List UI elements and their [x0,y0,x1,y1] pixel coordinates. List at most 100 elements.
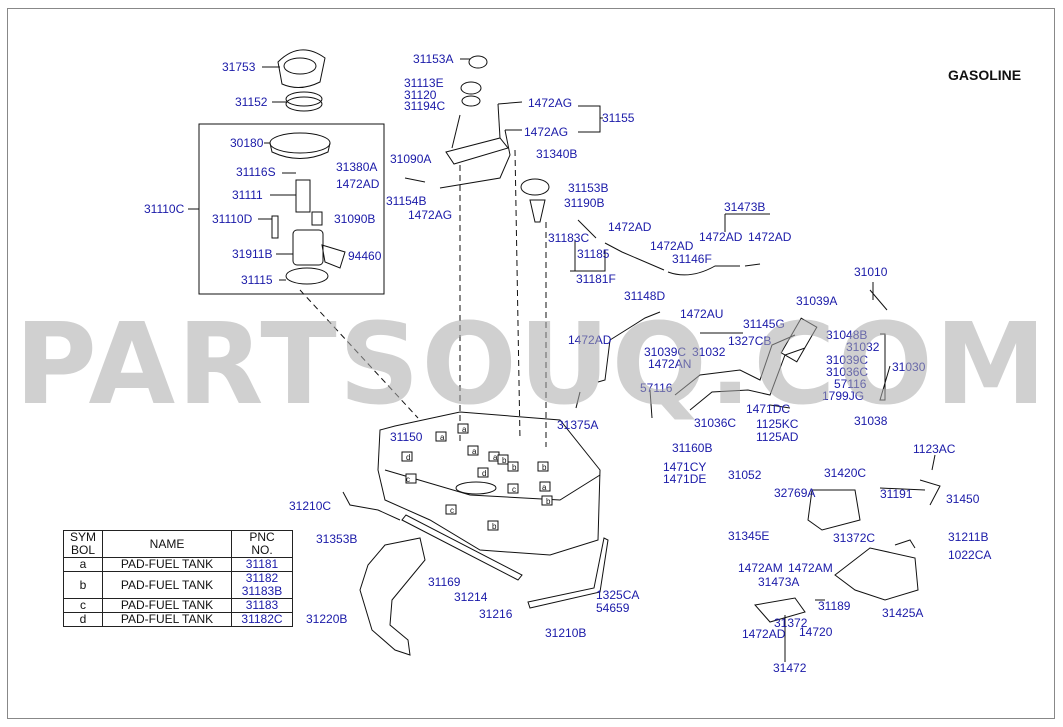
part-label[interactable]: 31472 [773,661,807,675]
part-label[interactable]: 1472AM [738,561,783,575]
part-label[interactable]: 31473A [758,575,800,589]
part-label[interactable]: 31214 [454,590,488,604]
part-label[interactable]: 31115 [241,273,273,287]
part-label[interactable]: 31113E [404,76,444,90]
part-label[interactable]: 31380A [336,160,378,174]
part-label[interactable]: 1472AD [748,230,792,244]
part-label[interactable]: 31185 [577,247,610,261]
part-label[interactable]: 1472AN [648,357,692,371]
part-label[interactable]: 57116 [834,377,867,391]
part-label[interactable]: 31911B [232,247,273,261]
part-label[interactable]: 31154B [386,194,427,208]
part-label[interactable]: 1472AD [568,333,612,347]
part-label[interactable]: 31036C [694,416,737,430]
pnc-link[interactable]: 31183 [231,598,293,613]
part-label[interactable]: 31036C [826,365,869,379]
tank-pad-marker: c [450,506,454,515]
part-label[interactable]: 31191 [880,487,913,501]
part-label[interactable]: 30180 [230,136,264,150]
part-label[interactable]: 1472AD [742,627,786,641]
part-label[interactable]: 31150 [390,430,423,444]
part-label[interactable]: 31030 [892,360,926,374]
part-label[interactable]: 1325CA [596,588,640,602]
part-label[interactable]: 31372 [774,616,808,630]
part-label[interactable]: 31039C [826,353,869,367]
pnc-link[interactable]: 31182C [231,612,293,627]
part-label[interactable]: 1472AD [608,220,652,234]
part-label[interactable]: 31340B [536,147,578,161]
part-label[interactable]: 31425A [882,606,924,620]
part-label[interactable]: 31169 [428,575,461,589]
part-label[interactable]: 31090B [334,212,376,226]
part-label[interactable]: 31375A [557,418,599,432]
part-label[interactable]: 1471DC [746,402,791,416]
part-label[interactable]: 1471DE [663,472,707,486]
part-label[interactable]: 31220B [306,612,348,626]
part-label[interactable]: 31145G [743,317,785,331]
part-label[interactable]: 31120 [404,88,437,102]
part-label[interactable]: 31210B [545,626,587,640]
part-label[interactable]: 31032 [846,340,880,354]
part-label[interactable]: 31111 [232,188,263,202]
part-label[interactable]: 1327CB [728,334,772,348]
part-label[interactable]: 31181F [576,272,616,286]
part-label[interactable]: 1471CY [663,460,707,474]
part-label[interactable]: 1472AD [699,230,743,244]
part-label[interactable]: 31048B [826,328,868,342]
part-label[interactable]: 31183C [548,231,590,245]
part-label[interactable]: 31146F [672,252,712,266]
part-label[interactable]: 31160B [672,441,713,455]
part-label[interactable]: 31032 [692,345,726,359]
part-label[interactable]: 1472AG [524,125,569,139]
part-label[interactable]: 31010 [854,265,888,279]
part-label[interactable]: 31116S [236,165,276,179]
part-label[interactable]: 31210C [289,499,332,513]
part-label[interactable]: 31194C [404,99,446,113]
part-label[interactable]: 54659 [596,601,630,615]
part-label[interactable]: 31345E [728,529,770,543]
part-label[interactable]: 1125AD [756,430,799,444]
diagram-frame [7,8,1055,719]
part-label[interactable]: 1472AG [408,208,453,222]
part-label[interactable]: 31153A [413,52,454,66]
part-label[interactable]: 31353B [316,532,358,546]
part-label[interactable]: 31153B [568,181,609,195]
part-label[interactable]: 1022CA [948,548,992,562]
part-label[interactable]: 31372C [833,531,876,545]
part-label[interactable]: 1799JG [822,389,865,403]
part-label[interactable]: 31090A [390,152,432,166]
part-label[interactable]: 31450 [946,492,980,506]
part-label[interactable]: 31039A [796,294,838,308]
part-label[interactable]: 31110C [144,202,185,216]
part-label[interactable]: 31152 [235,95,268,109]
part-label[interactable]: 94460 [348,249,382,263]
part-label[interactable]: 31052 [728,468,762,482]
part-label[interactable]: 31110D [212,212,253,226]
part-label[interactable]: 1472AD [650,239,694,253]
part-label[interactable]: 31189 [818,599,851,613]
part-label[interactable]: 31473B [724,200,766,214]
part-label[interactable]: 31038 [854,414,888,428]
part-label[interactable]: 1472AD [336,177,380,191]
part-label[interactable]: 14720 [799,625,833,639]
part-label[interactable]: 31155 [602,111,635,125]
part-label[interactable]: 1472AU [680,307,724,321]
part-label[interactable]: 57116 [640,381,673,395]
part-label[interactable]: 1472AM [788,561,833,575]
part-label[interactable]: 1472AG [528,96,573,110]
part-label[interactable]: 31753 [222,60,256,74]
part-label[interactable]: 1125KC [756,417,799,431]
part-label[interactable]: 31211B [948,530,989,544]
part-label[interactable]: 31216 [479,607,513,621]
tank-pad-marker: b [546,497,551,506]
sym-cell: d [63,612,103,627]
part-label[interactable]: 1123AC [913,442,956,456]
part-label[interactable]: 32769A [774,486,816,500]
part-label[interactable]: 31190B [564,196,605,210]
pnc-link[interactable]: 31181 [231,557,293,572]
part-label[interactable]: 31420C [824,466,867,480]
part-label[interactable]: 31148D [624,289,666,303]
part-label[interactable]: 31039C [644,345,687,359]
